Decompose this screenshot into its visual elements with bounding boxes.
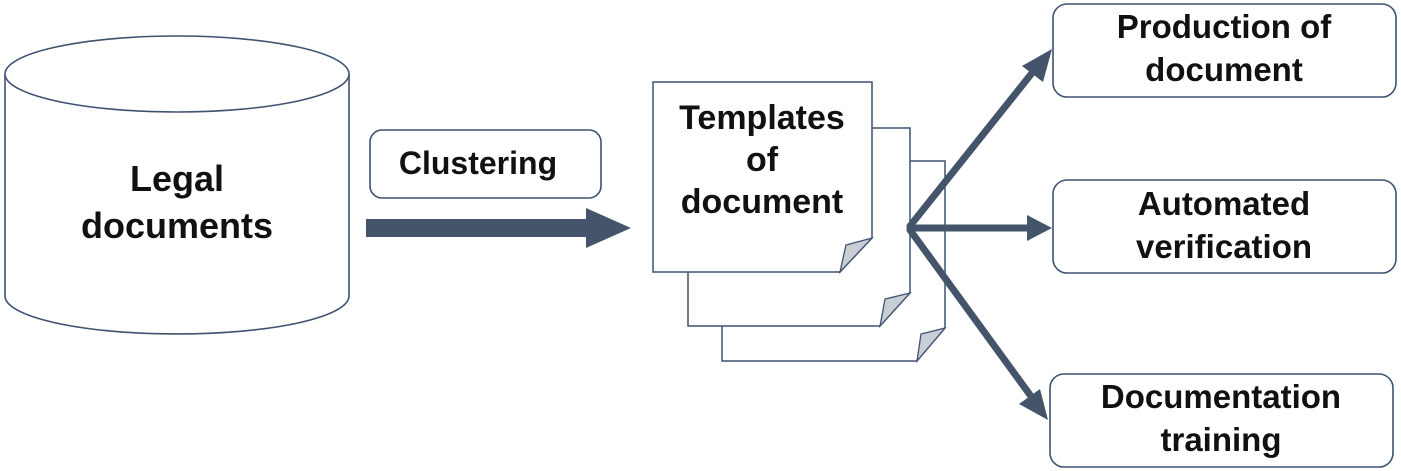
output-verification-box: Automated verification	[1052, 179, 1397, 274]
arrow-to-training	[906, 226, 1048, 420]
output-training-box: Documentation training	[1049, 373, 1394, 468]
output-training-line2: training	[1161, 421, 1282, 458]
clustering-box: Clustering	[369, 129, 602, 199]
output-verification-line2: verification	[1136, 228, 1312, 265]
templates-label-line1: Templates	[679, 99, 845, 137]
output-production-box: Production of document	[1052, 3, 1397, 98]
output-training-line1: Documentation	[1101, 378, 1341, 415]
legal-documents-database: Legal documents	[4, 35, 350, 335]
output-production-line2: document	[1145, 51, 1303, 88]
arrow-to-verification	[906, 215, 1052, 241]
template-page-front: Templates of document	[652, 81, 875, 275]
output-verification-line1: Automated	[1138, 185, 1310, 222]
templates-label-line2: of	[746, 141, 779, 179]
arrow-to-production	[906, 49, 1052, 230]
template-pages-stack: Templates of document	[652, 81, 947, 364]
cylinder-top	[4, 35, 350, 113]
legal-documents-label-line2: documents	[81, 205, 273, 246]
templates-label-line3: document	[681, 183, 843, 221]
clustering-arrow	[366, 208, 631, 248]
clustering-label: Clustering	[399, 145, 557, 181]
legal-documents-label-line1: Legal	[130, 158, 224, 199]
cylinder-body	[4, 74, 350, 335]
branch-arrows	[906, 49, 1052, 420]
output-production-line1: Production of	[1117, 8, 1332, 45]
